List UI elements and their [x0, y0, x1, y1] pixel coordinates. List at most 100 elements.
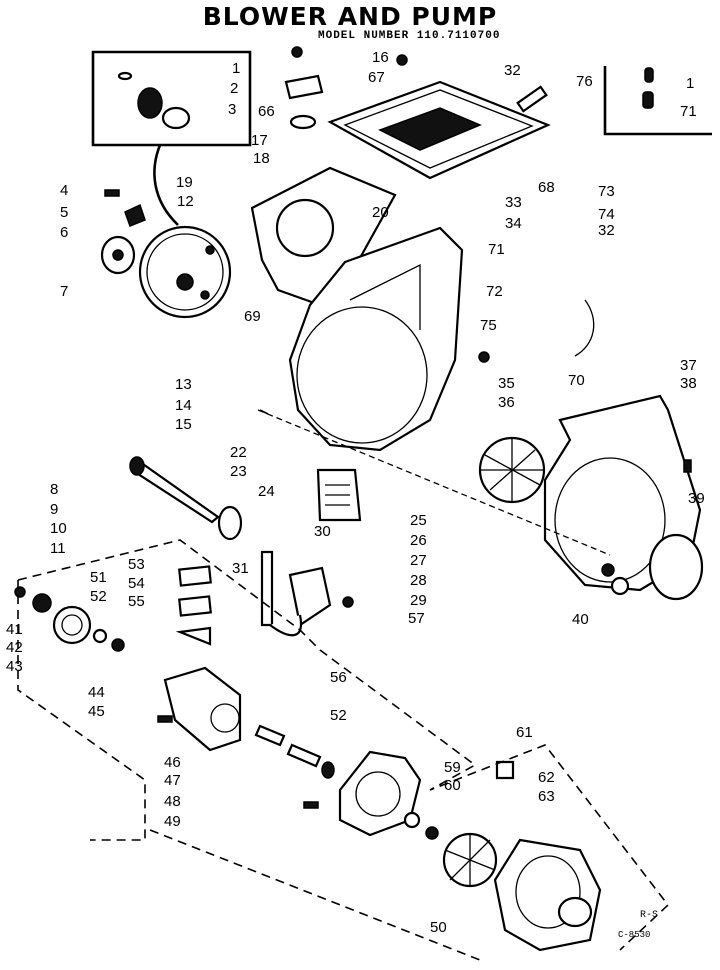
washer-part-40 [610, 576, 630, 596]
part-callout-43: 43 [6, 658, 23, 675]
part-callout-16: 16 [372, 49, 389, 66]
part-callout-6: 6 [60, 224, 68, 241]
bushing-part-22 [217, 505, 243, 541]
part-callout-53: 53 [128, 556, 145, 573]
shaft-part-56b [286, 743, 322, 768]
model-number: MODEL NUMBER 110.7110700 [318, 30, 501, 42]
part-callout-5: 5 [60, 204, 68, 221]
part-callout-35: 35 [498, 375, 515, 392]
pad-part-53 [178, 565, 212, 587]
tray-inner [343, 89, 534, 169]
part-callout-9: 9 [50, 501, 58, 518]
clip-part-71-inset [642, 91, 654, 109]
part-callout-66: 66 [258, 103, 275, 120]
diagram-title: BLOWER AND PUMP [202, 2, 498, 31]
bracket-part-67 [284, 74, 324, 100]
part-callout-24: 24 [258, 483, 275, 500]
seal-part-52a [111, 638, 125, 652]
part-callout-61: 61 [516, 724, 533, 741]
pulley-part-43 [52, 605, 92, 645]
seal-part-60 [425, 826, 439, 840]
part-callout-71: 71 [680, 103, 697, 120]
part-callout-2: 2 [230, 80, 238, 97]
part-callout-62: 62 [538, 769, 555, 786]
part-callout-52: 52 [330, 707, 347, 724]
bolt-part-8 [130, 460, 220, 524]
seal-part-52 [321, 761, 335, 779]
part-drawings [14, 46, 712, 961]
part-callout-26: 26 [410, 532, 427, 549]
part-callout-13: 13 [175, 376, 192, 393]
screw-part-32 [396, 54, 408, 66]
part-callout-36: 36 [498, 394, 515, 411]
part-callout-73: 73 [598, 183, 615, 200]
pulley-43-inner [61, 614, 83, 636]
part-callout-18: 18 [253, 150, 270, 167]
part-callout-55: 55 [128, 593, 145, 610]
pad-part-55 [175, 626, 212, 646]
switch-lines [325, 484, 350, 506]
part-callout-67: 67 [368, 69, 385, 86]
part-callout-14: 14 [175, 397, 192, 414]
part-callout-70: 70 [568, 372, 585, 389]
part-callout-37: 37 [680, 357, 697, 374]
part-callout-68: 68 [538, 179, 555, 196]
part-callout-49: 49 [164, 813, 181, 830]
part-callout-7: 7 [60, 283, 68, 300]
screw-part-46 [157, 715, 173, 723]
part-callout-41: 41 [6, 621, 23, 638]
inset-box-top-left [91, 50, 252, 147]
part-callout-4: 4 [60, 182, 68, 199]
housing-inner-ring [296, 306, 428, 444]
part-callout-28: 28 [410, 572, 427, 589]
part-callout-59: 59 [444, 759, 461, 776]
washer-part-17 [289, 114, 317, 130]
housing-rib [349, 263, 421, 330]
part-callout-38: 38 [680, 375, 697, 392]
part-callout-32: 32 [504, 62, 521, 79]
part-callout-29: 29 [410, 592, 427, 609]
pulley-hole-2 [200, 290, 210, 300]
part-callout-76: 76 [576, 73, 593, 90]
part-callout-22: 22 [230, 444, 247, 461]
washer-part-59 [403, 811, 421, 829]
screw-part-48 [303, 801, 319, 809]
pump-housing-ring [515, 855, 581, 929]
pump-cover-ring [355, 771, 401, 817]
impeller-blades [444, 834, 496, 886]
part-callout-63: 63 [538, 788, 555, 805]
pulley-rim [146, 233, 224, 311]
clamp-part-61 [495, 760, 515, 780]
part-callout-56: 56 [330, 669, 347, 686]
part-callout-25: 25 [410, 512, 427, 529]
screw-part-16 [291, 46, 303, 58]
part-callout-69: 69 [244, 308, 261, 325]
part-callout-50: 50 [430, 919, 447, 936]
bracket-part-28 [288, 566, 332, 627]
tray-slot [378, 107, 482, 151]
part-callout-31: 31 [232, 560, 249, 577]
part-callout-30: 30 [314, 523, 331, 540]
screw-part-4 [104, 189, 120, 197]
part-callout-40: 40 [572, 611, 589, 628]
part-callout-47: 47 [164, 772, 181, 789]
part-callout-33: 33 [505, 194, 522, 211]
bolt-head [129, 456, 145, 476]
pump-body-part-47 [163, 666, 242, 752]
part-callout-74: 74 [598, 206, 615, 223]
part-callout-12: 12 [177, 193, 194, 210]
clip-part-5 [124, 203, 146, 227]
part-callout-52: 52 [90, 588, 107, 605]
shaft-axis-line [257, 409, 611, 556]
cam-part-31b [269, 614, 303, 637]
part-callout-1: 1 [232, 60, 240, 77]
part-callout-48: 48 [164, 793, 181, 810]
part-callout-34: 34 [505, 215, 522, 232]
gasket-part-39 [648, 533, 704, 601]
grommet-part-2 [137, 87, 163, 119]
blower-housing-part-69 [288, 226, 464, 452]
screw-part-41 [14, 586, 26, 598]
gasket-part-3 [161, 106, 191, 130]
part-callout-42: 42 [6, 639, 23, 656]
